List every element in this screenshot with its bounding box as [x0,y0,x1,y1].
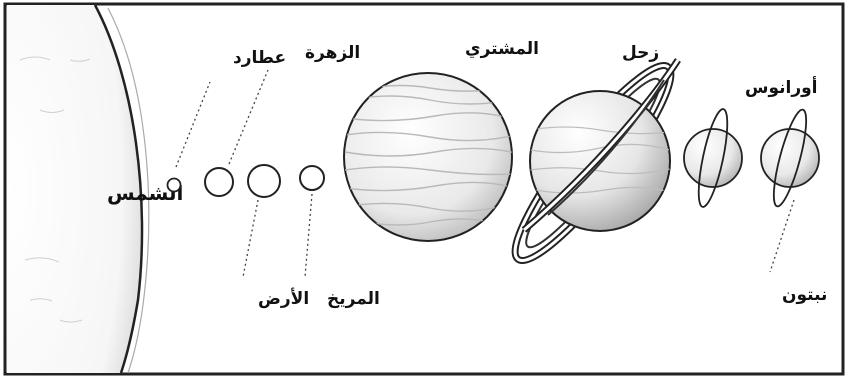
saturn-label: زحل [622,43,659,63]
venus-label: الزهرة [305,43,360,63]
earth-planet [248,165,280,197]
mars-planet [300,166,324,190]
neptune-label: نبتون [782,285,827,305]
earth-label: الأرض [258,288,309,309]
uranus-label: أورانوس [745,76,818,98]
venus-planet [205,168,233,196]
jupiter-label: المشتري [465,39,539,59]
mercury-label: عطارد [233,48,286,68]
mercury-planet [168,179,181,192]
mars-label: المريخ [327,289,380,309]
